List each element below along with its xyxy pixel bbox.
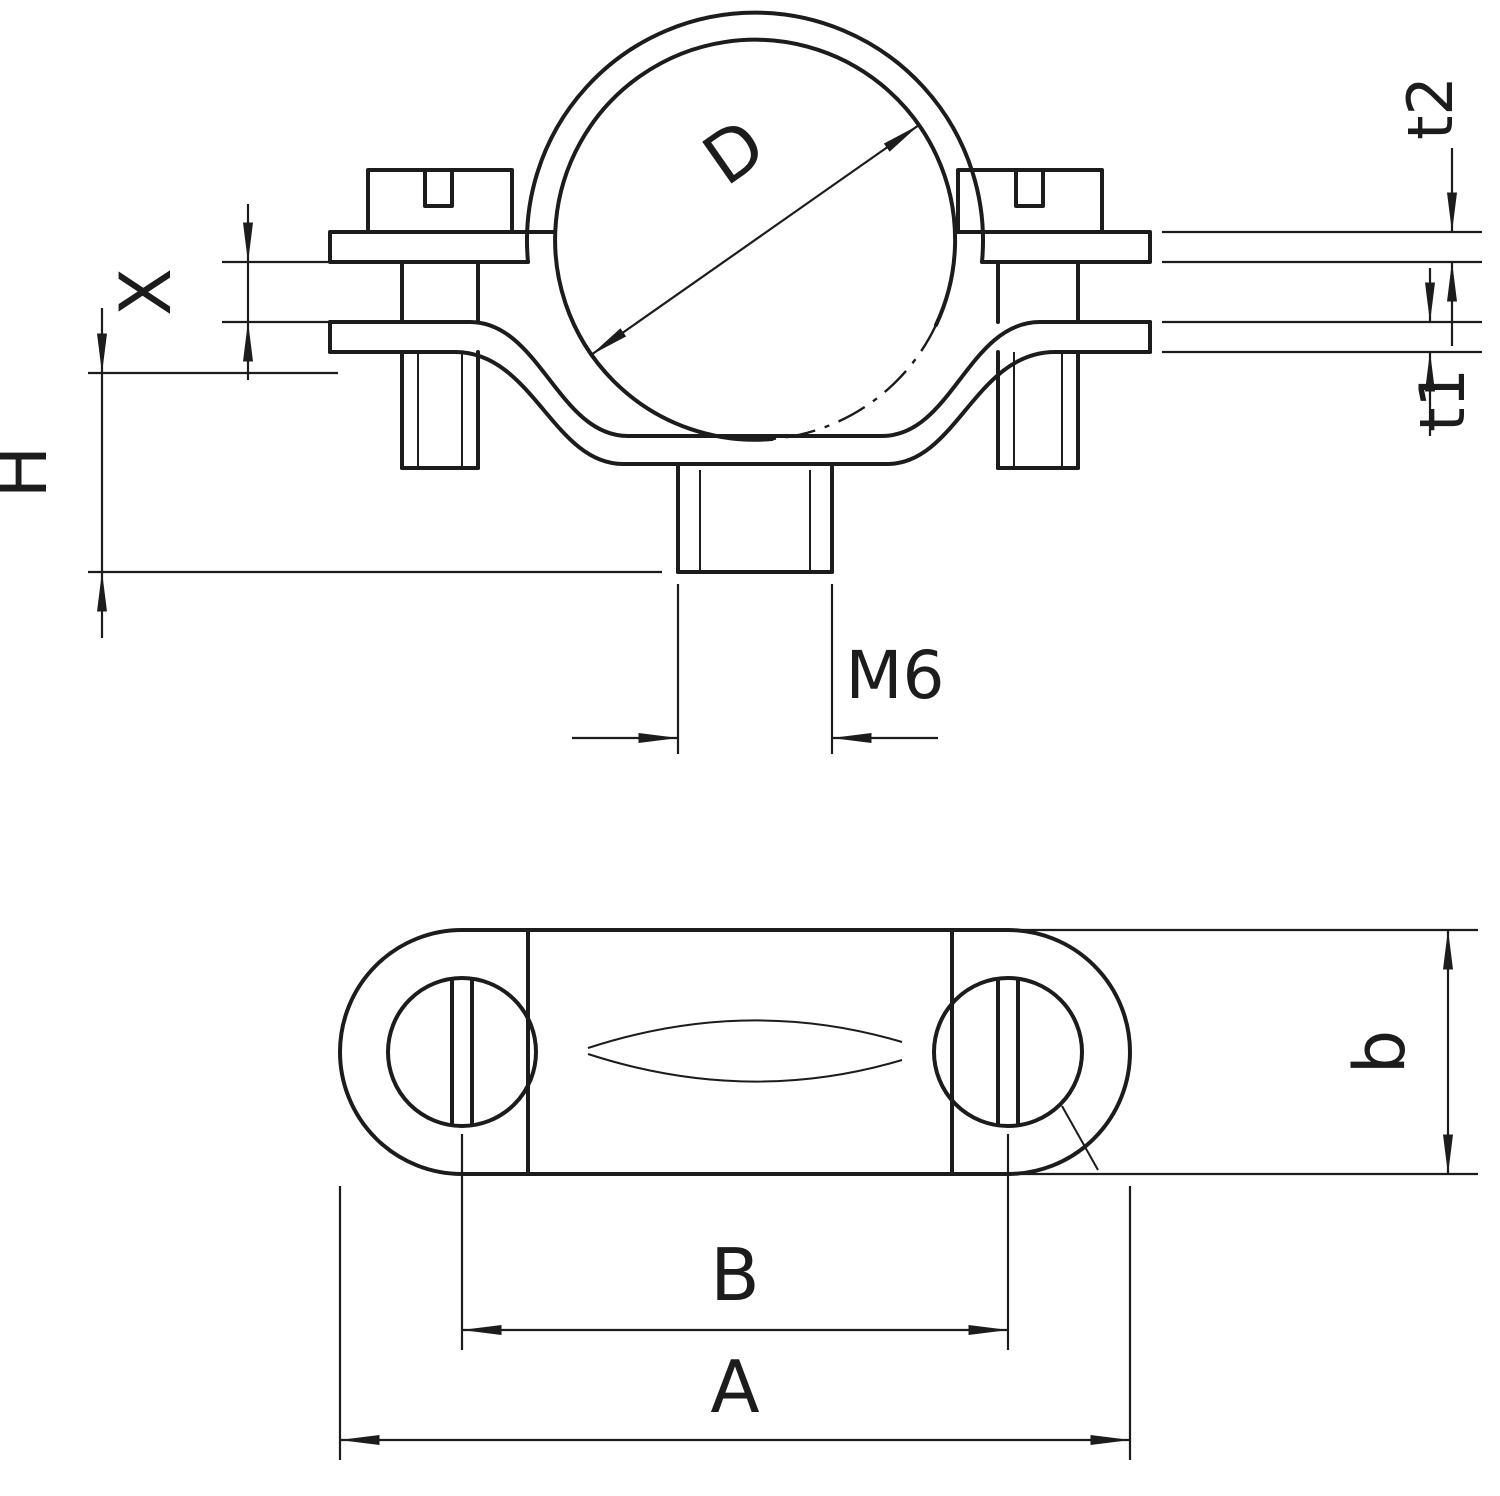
dimension-X: X (105, 204, 330, 380)
dimension-D: D (590, 103, 920, 356)
label-A: A (710, 1345, 759, 1429)
front-view: D X H t2 (0, 10, 1482, 754)
right-screw (956, 168, 1104, 470)
label-t1: t1 (1406, 368, 1479, 432)
lower-strap (328, 320, 1152, 466)
upper-strap (328, 10, 1152, 264)
pipe-seat-emboss (587, 1019, 903, 1083)
dimension-H: H (0, 308, 662, 638)
dimension-t2: t2 (1162, 76, 1482, 346)
dimension-B: B (460, 1134, 1010, 1350)
label-B: B (710, 1233, 759, 1317)
dimension-M6: M6 (572, 584, 944, 754)
left-screw-head (386, 976, 538, 1128)
label-h: H (0, 446, 63, 499)
dimension-t1: t1 (1162, 268, 1482, 436)
clamp-outline (338, 928, 1132, 1176)
label-x: X (105, 268, 187, 316)
label-m6: M6 (846, 637, 945, 714)
left-screw (366, 168, 514, 470)
threaded-boss (676, 462, 834, 574)
dimension-A: A (338, 1186, 1132, 1460)
plan-view: b B A (338, 928, 1478, 1460)
label-t2: t2 (1394, 76, 1467, 140)
dimension-b: b (1022, 928, 1478, 1176)
label-d: D (689, 103, 780, 201)
label-b: b (1339, 1030, 1421, 1074)
right-screw-head (932, 976, 1099, 1171)
